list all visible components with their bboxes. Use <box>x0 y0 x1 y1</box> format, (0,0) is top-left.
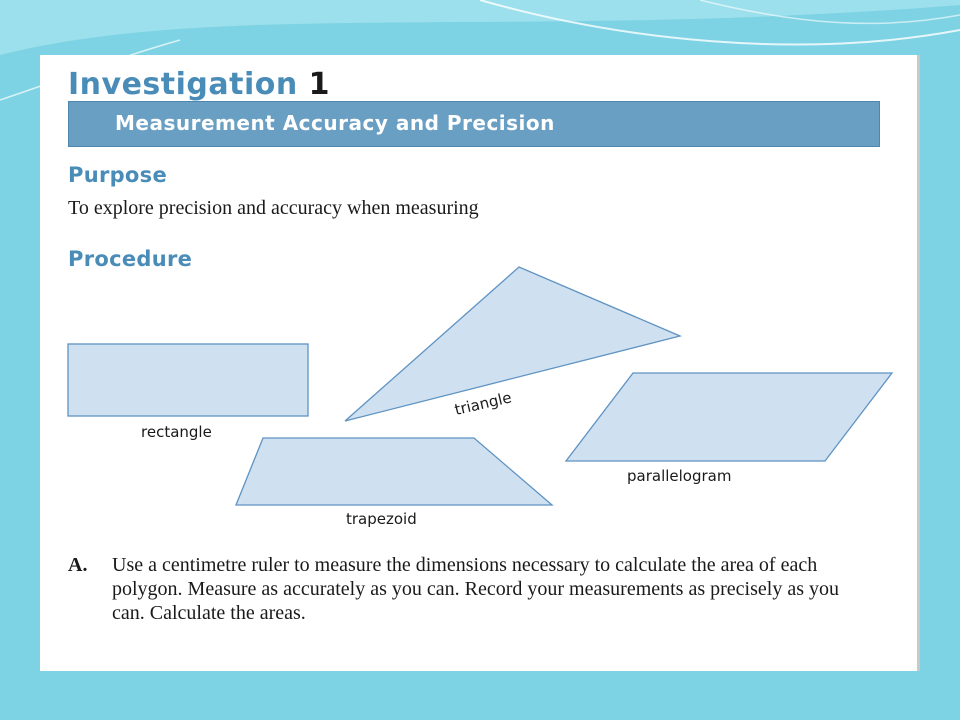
purpose-heading: Purpose <box>68 163 167 187</box>
investigation-label: Investigation <box>68 67 298 102</box>
textbook-page: Investigation 1 Measurement Accuracy and… <box>40 55 920 671</box>
parallelogram-shape <box>564 372 894 462</box>
rectangle-shape <box>67 343 309 417</box>
rectangle-label: rectangle <box>141 423 212 441</box>
purpose-text: To explore precision and accuracy when m… <box>68 197 479 219</box>
investigation-number: 1 <box>308 67 331 102</box>
trapezoid-shape <box>235 437 554 506</box>
trapezoid-label: trapezoid <box>346 510 417 528</box>
investigation-heading: Investigation 1 <box>68 67 330 102</box>
title-banner: Measurement Accuracy and Precision <box>68 101 880 147</box>
parallelogram-label: parallelogram <box>627 467 731 485</box>
banner-title: Measurement Accuracy and Precision <box>115 111 555 135</box>
step-text: Use a centimetre ruler to measure the di… <box>112 554 839 624</box>
procedure-heading: Procedure <box>68 247 193 271</box>
triangle-label: triangle <box>453 388 513 419</box>
triangle-shape <box>344 266 683 422</box>
step-letter: A. <box>68 554 88 576</box>
polygon-figure: rectangle triangle parallelogram trapezo… <box>67 266 894 528</box>
